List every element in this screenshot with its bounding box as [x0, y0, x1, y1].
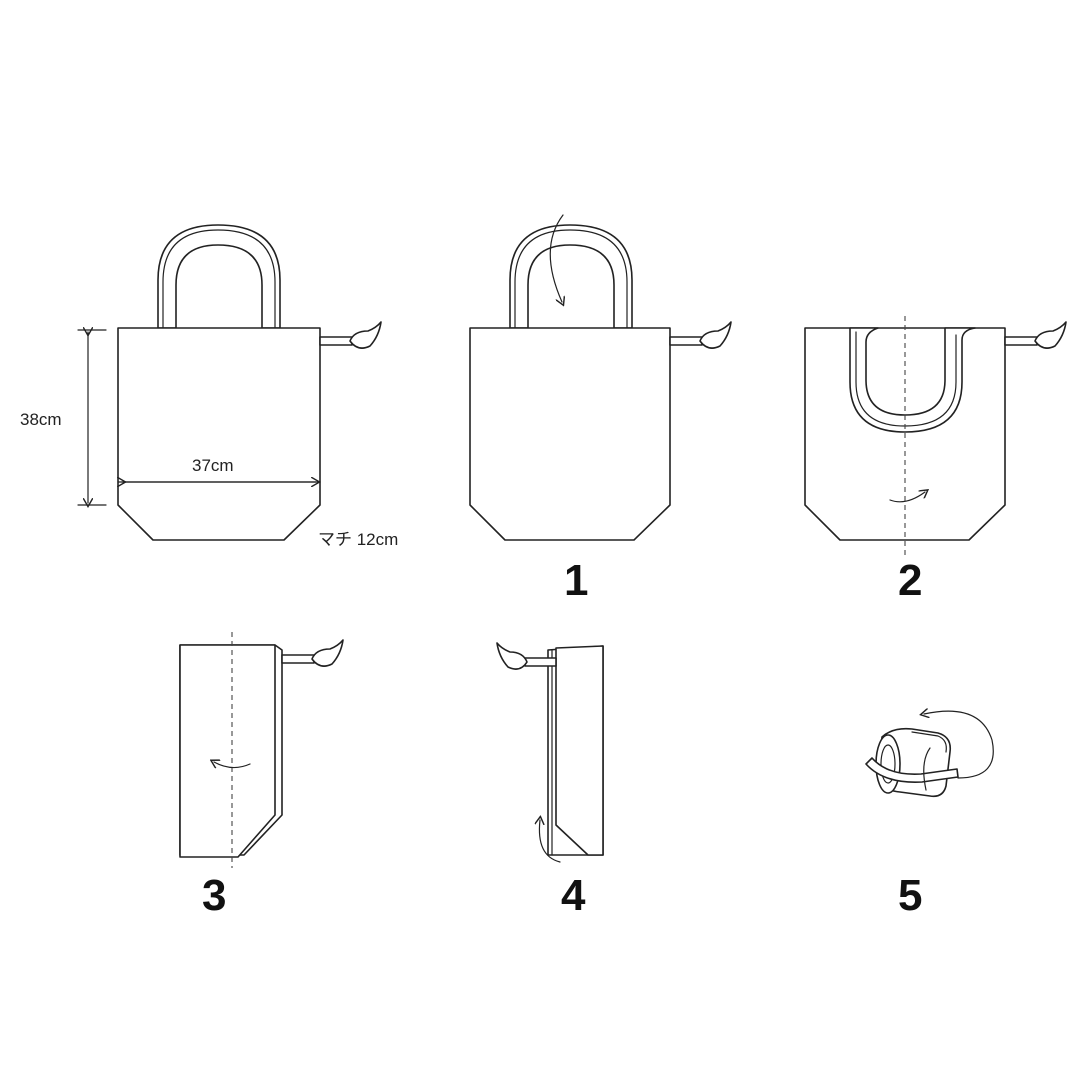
step-1-figure	[469, 214, 732, 541]
fold-arrow	[889, 492, 925, 503]
step-3-number: 3	[202, 871, 226, 920]
height-dimension-line	[77, 330, 107, 505]
step-1-number: 1	[564, 556, 588, 605]
height-label: 38cm	[20, 410, 62, 429]
step-4-number: 4	[561, 871, 586, 920]
drawstring	[319, 321, 382, 349]
step-5-figure	[865, 711, 994, 798]
step-2-number: 2	[898, 556, 922, 605]
step-2-figure	[804, 316, 1067, 555]
bag-body	[117, 327, 321, 541]
bag-dimensions-figure: 38cm 37cm マチ 12cm	[20, 224, 398, 549]
step-4-figure	[496, 642, 604, 863]
fold-arrow	[214, 762, 251, 768]
step-3-figure	[179, 632, 344, 868]
roll-arrow	[924, 711, 994, 779]
fold-arrow	[549, 214, 563, 302]
fold-arrow	[539, 820, 561, 863]
bag-handle	[157, 224, 281, 329]
width-label: 37cm	[192, 456, 234, 475]
gusset-label: マチ 12cm	[318, 530, 398, 549]
step-5-number: 5	[898, 871, 922, 920]
